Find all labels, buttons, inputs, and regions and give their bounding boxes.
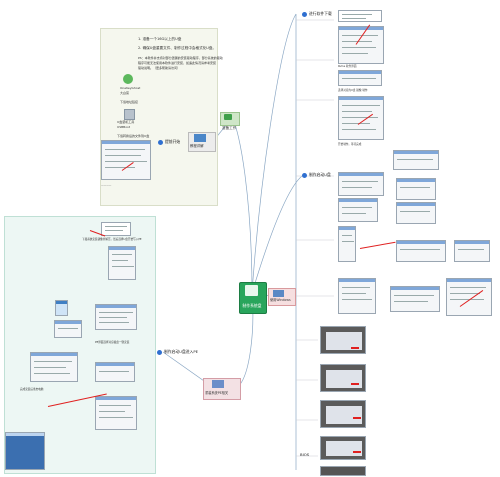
screenshot-usb-5 [396,202,436,224]
screenshot-usb-6 [338,226,356,262]
branch-tools-title: 准备工作 [222,126,237,130]
screenshot-usb-10 [390,286,440,312]
screenshot-usb-8 [454,240,490,262]
photo-bios-4 [320,436,366,460]
center-icon [245,285,258,296]
pe-icon [212,380,224,388]
screenshot-pe-4 [55,300,68,316]
tutorial-icon [194,134,206,142]
pe-caption-3: 完成安装后重启电脑 [20,388,44,391]
step-ps-3: 驱动说明。（更多帮助请访问） [138,66,181,70]
step-2: 2. 确保U盘重要文件、制作过程中会格式化U盘。 [138,46,217,50]
screenshot-rufus-4 [338,96,384,140]
app-icon-usbboot[interactable] [124,109,135,120]
screenshot-pe-2 [108,246,136,280]
screenshot-rufus-2 [338,26,384,64]
app-label-usbboot: U盘装机工具 USBBoot [117,120,135,129]
center-title: 制作系统盘 [242,303,262,308]
screenshot-usb-1 [393,150,439,170]
tools-icon [224,114,232,120]
node-dot [157,349,162,355]
app-label-onekey: OneKeyGhost 大白菜 [120,86,141,95]
install-icon [273,290,284,297]
screenshot-usb-4 [338,198,378,222]
node-dot [302,11,307,17]
node-download[interactable]: 进行软件下载 [302,11,332,17]
photo-bios-1 [320,326,366,354]
photo-bios-5 [320,466,366,476]
screenshot-usb-3 [396,178,436,200]
node-pe-label: 制作启动U盘进入PE [164,349,199,354]
download-note: 下载地址链接 [120,100,139,104]
caption-start: 开始制作，等待完成 [338,143,362,146]
node-make-usb-label: 制作启动U盘 [309,172,331,177]
step-1: 1. 准备一个16G以上的U盘 [138,37,182,41]
screenshot-pe-8 [95,396,137,430]
app-icon-onekey[interactable] [123,74,133,84]
node-prepare[interactable]: 提前开始 [158,139,180,145]
node-make-usb[interactable]: 制作启动U盘 [302,172,331,178]
tools-footnote: ———— [101,184,112,187]
screenshot-pe-7 [95,362,135,382]
download-note-2: 下载转换后的文件到U盘 [117,134,150,138]
screenshot-pe-3 [95,304,137,330]
screenshot-pe-desktop [5,432,45,470]
pe-caption-1: 下载系统安装镜像并解压，然后选择U盘开始写入PE [82,238,142,241]
screenshot-download-page [101,140,151,180]
photo-bios-2 [320,364,366,392]
node-dot [302,172,307,178]
screenshot-usb-2 [338,172,384,196]
step-ps-2: 程序可能无法使用本软件进行安装，如遇此情况请参考安装 [138,61,217,65]
branch-tutorial-title: 教程详解 [190,144,204,148]
screenshot-usb-7 [396,240,446,262]
caption-select: 选择对应的U盘 镜像 制作 [338,89,368,92]
screenshot-usb-11 [446,278,492,316]
node-download-label: 进行软件下载 [309,11,332,16]
screenshot-usb-9 [338,278,376,314]
node-dot [158,139,163,145]
screenshot-pe-6 [30,352,78,382]
step-ps-1: PS：本软件并支持对部分遗漏的安装驱动程序，部分系统的驱动 [138,56,223,60]
screenshot-pe-1 [101,222,131,236]
branch-pe-title: 重装系统PE相关 [205,391,229,395]
node-bios-label: BIOS [300,452,310,457]
photo-bios-3 [320,400,366,428]
node-bios[interactable]: BIOS [300,452,309,457]
caption-rufus: Rufus 软件界面 [338,65,357,68]
pe-caption-2: PE界面选择对应磁盘一键安装 [95,341,130,344]
screenshot-pe-5 [54,320,82,338]
screenshot-rufus-1 [338,10,382,22]
branch-install-title: 使用Windows [270,298,291,302]
node-prepare-label: 提前开始 [165,139,181,144]
screenshot-rufus-3 [338,70,382,86]
node-pe[interactable]: 制作启动U盘进入PE [157,349,198,355]
